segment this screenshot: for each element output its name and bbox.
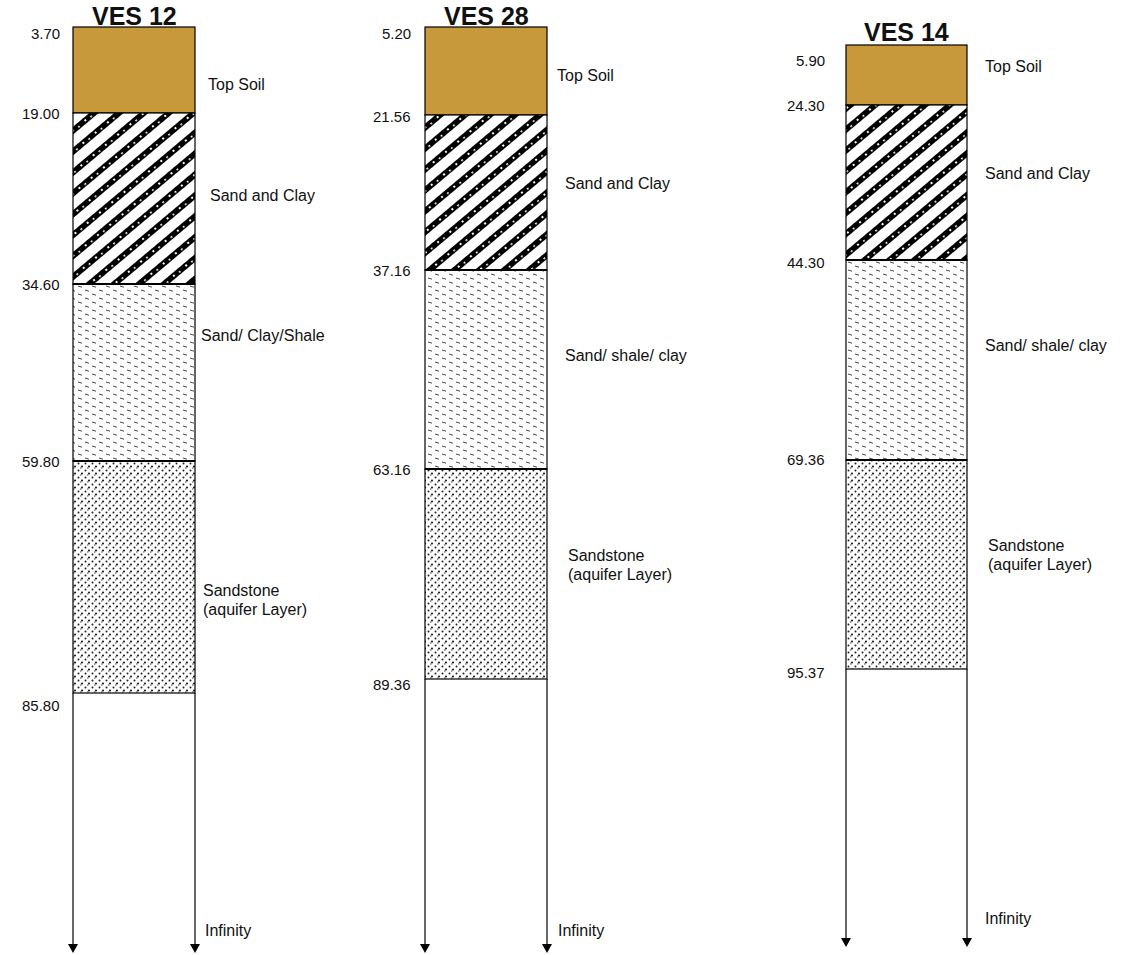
sand-shale-layer: Sand/ shale/ clay	[846, 260, 967, 460]
depth-value: 34.60	[22, 276, 60, 294]
station-title: VES 12	[92, 2, 177, 30]
top-soil-layer: Top Soil	[425, 27, 547, 115]
sandstone-aquifer-layer: Sandstone (aquifer Layer)	[73, 461, 195, 693]
depth-value: 89.36	[373, 676, 411, 694]
basement-layer: Infinity	[846, 669, 967, 940]
depth-value: 5.20	[382, 25, 411, 43]
basement-layer: Infinity	[425, 679, 547, 946]
top-soil-layer: Top Soil	[846, 45, 967, 105]
sand-shale-layer: Sand/ shale/ clay	[425, 270, 547, 469]
station-title: VES 28	[444, 2, 529, 30]
layer-label: Top Soil	[985, 57, 1115, 76]
depth-value: 24.30	[787, 97, 825, 115]
depth-value: 95.37	[787, 664, 825, 682]
depth-value: 85.80	[22, 697, 60, 715]
layer-label: Top Soil	[557, 66, 687, 85]
layer-label: Sand and Clay	[210, 186, 340, 205]
layer-label: Sand and Clay	[565, 174, 695, 193]
layer-label: Sand and Clay	[985, 164, 1115, 183]
sand-clay-layer: Sand and Clay	[846, 105, 967, 260]
layer-label: Infinity	[205, 921, 335, 940]
layer-label: Sandstone (aquifer Layer)	[203, 581, 333, 619]
layer-label: Sand/ shale/ clay	[985, 336, 1115, 355]
basement-layer: Infinity	[73, 693, 195, 946]
layer-label: Infinity	[558, 921, 688, 940]
depth-value: 21.56	[373, 108, 411, 126]
layer-label: Top Soil	[208, 75, 338, 94]
depth-value: 69.36	[787, 451, 825, 469]
layer-label: Infinity	[985, 909, 1115, 928]
depth-value: 37.16	[373, 262, 411, 280]
layer-label: Sand/ shale/ clay	[565, 346, 695, 365]
depth-value: 19.00	[22, 105, 60, 123]
sand-clay-layer: Sand and Clay	[73, 113, 195, 284]
sand-shale-layer: Sand/ Clay/Shale	[73, 284, 195, 461]
sandstone-aquifer-layer: Sandstone (aquifer Layer)	[846, 460, 967, 669]
depth-value: 3.70	[31, 25, 60, 43]
sandstone-aquifer-layer: Sandstone (aquifer Layer)	[425, 469, 547, 679]
depth-value: 5.90	[796, 52, 825, 70]
layer-label: Sandstone (aquifer Layer)	[988, 536, 1118, 574]
depth-value: 63.16	[373, 461, 411, 479]
top-soil-layer: Top Soil	[73, 27, 195, 113]
station-title: VES 14	[864, 18, 949, 46]
layer-label: Sand/ Clay/Shale	[201, 326, 331, 345]
layer-label: Sandstone (aquifer Layer)	[568, 546, 698, 584]
sand-clay-layer: Sand and Clay	[425, 115, 547, 270]
depth-value: 59.80	[22, 453, 60, 471]
depth-value: 44.30	[787, 254, 825, 272]
